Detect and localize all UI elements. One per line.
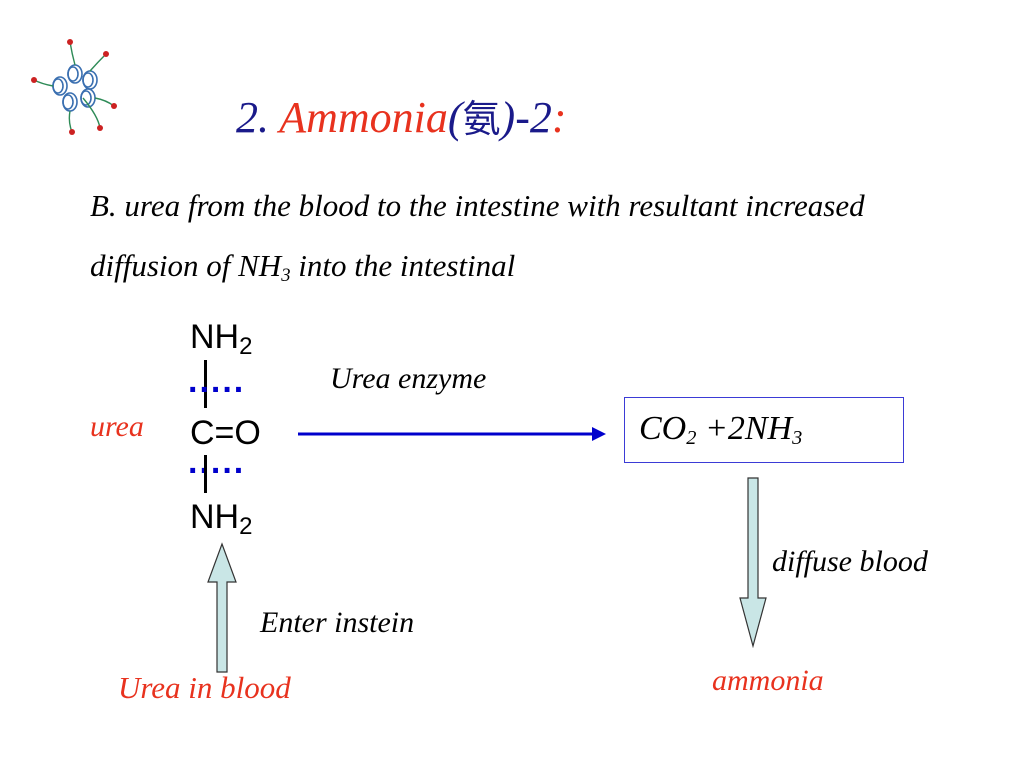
nh-sub: 3 [792, 427, 803, 449]
diffuse-blood-label: diffuse blood [772, 545, 928, 578]
bottom-hbond-dots: ..... [188, 443, 246, 481]
title-suffix: -2 [515, 93, 552, 142]
product-formula: CO2 +2NH3 [639, 410, 802, 450]
co-text: CO [639, 410, 687, 447]
bottom-nh-text: NH [190, 498, 240, 536]
title-number: 2. [236, 93, 269, 142]
molecule-carbonyl: C=O [190, 414, 261, 452]
ammonia-label: ammonia [712, 664, 824, 697]
urea-in-blood-label: Urea in blood [118, 670, 291, 705]
title-word: Ammonia [279, 93, 448, 142]
urea-enzyme-label: Urea enzyme [330, 362, 487, 395]
enter-instein-label: Enter instein [260, 606, 415, 639]
molecule-top-nh2: NH2 [190, 318, 252, 361]
bottom-bond-line [204, 455, 207, 493]
product-box: CO2 +2NH3 [624, 397, 904, 463]
title-chinese: 氨 [462, 97, 501, 141]
body-line-2: diffusion of NH3 into the intestinal [90, 248, 515, 287]
enter-up-arrow [207, 542, 237, 673]
top-nh-sub: 2 [239, 333, 253, 360]
slide-title: 2. Ammonia(氨)-2: [236, 88, 567, 143]
body-line-1: B. urea from the blood to the intestine … [90, 188, 865, 224]
title-paren-close: ) [500, 93, 516, 142]
protein-structure-icon [31, 39, 117, 135]
top-hbond-dots: ..... [188, 362, 246, 400]
body-line-2-sub: 3 [281, 265, 291, 286]
diffuse-down-arrow [739, 477, 767, 648]
co-sub: 2 [686, 427, 697, 449]
molecule-bottom-nh2: NH2 [190, 498, 252, 541]
nh-text: +2NH [696, 410, 793, 447]
reaction-arrow [298, 427, 606, 441]
title-paren-open: ( [447, 93, 463, 142]
body-line-1-text: B. urea from the blood to the intestine … [90, 188, 865, 223]
top-nh-text: NH [190, 318, 240, 356]
title-colon: : [551, 93, 567, 142]
body-line-2-post: into the intestinal [290, 248, 516, 283]
urea-label: urea [90, 410, 144, 443]
top-bond-line [204, 360, 207, 408]
body-line-2-pre: diffusion of NH [90, 248, 282, 283]
bottom-nh-sub: 2 [239, 513, 253, 540]
